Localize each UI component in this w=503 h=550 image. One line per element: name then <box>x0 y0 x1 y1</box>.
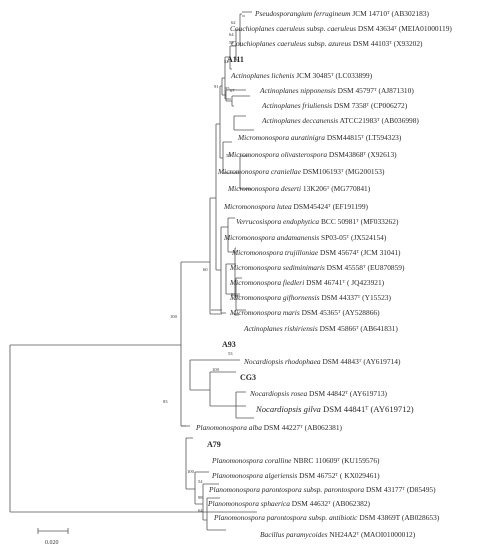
taxon-label: Bacillus paramycoides NH24A2ᵀ (MAOI01000… <box>260 530 416 539</box>
taxon-label: Nocardiopsis gilva DSM 44841ᵀ (AY619712) <box>255 404 414 414</box>
isolate-label: A79 <box>207 440 221 449</box>
scale-bar-label: 0.020 <box>45 540 59 546</box>
taxon-label: Micromonospora craniellae DSM106193ᵀ (MG… <box>217 167 385 176</box>
bootstrap-value: 54 <box>198 479 203 484</box>
bootstrap-value: 64 <box>231 292 236 297</box>
bootstrap-value: 100 <box>212 367 220 372</box>
taxon-label: Couchioplanes caeruleus subsp. caeruleus… <box>230 24 452 33</box>
bootstrap-value: 62 <box>231 20 236 25</box>
taxon-label: Planomonospora alba DSM 44227ᵀ (AB062381… <box>195 423 343 432</box>
bootstrap-values: 62 64 59 52 91 95 67 59 60 64 96 100 53 … <box>163 20 239 513</box>
isolate-label: CG3 <box>240 373 256 382</box>
taxon-label: Planomonospora parontospora subsp. paron… <box>208 485 436 494</box>
taxon-label: Actinoplanes friuliensis DSM 7358ᵀ (CP00… <box>261 101 408 110</box>
taxon-label: Micromonospora deserti 13K206ᵀ (MG770841… <box>227 184 371 193</box>
bootstrap-value: 95 <box>225 86 230 91</box>
taxon-label: Actinoplanes rishiriensis DSM 45866ᵀ (AB… <box>243 324 398 333</box>
bootstrap-value: 67 <box>230 88 235 93</box>
taxon-label: Pseudosporangium ferrugineum JCM 14710ᵀ … <box>254 9 429 18</box>
taxon-label: Micromonospora fiedleri DSM 46741ᵀ ( JQ4… <box>229 278 385 287</box>
bootstrap-value: 60 <box>203 267 208 272</box>
bootstrap-value: 100 <box>187 469 195 474</box>
taxon-label: Micromonospora gifhornensis DSM 44337ᵀ (… <box>229 293 391 302</box>
taxon-label: Nocardiopsis rosea DSM 44842ᵀ (AY619713) <box>249 389 388 398</box>
bootstrap-value: 64 <box>198 508 203 513</box>
taxon-label: Micromonospora andamanensis SP03-05ᵀ (JX… <box>223 233 387 242</box>
tree-branches <box>9 11 257 531</box>
bootstrap-value: 100 <box>170 314 178 319</box>
bootstrap-value: 52 <box>224 59 229 64</box>
taxon-label: Planomonospora sphaerica DSM 44632ᵀ (AB0… <box>207 499 371 508</box>
taxon-label: Actinoplanes nipponensis DSM 45797ᵀ (AJ8… <box>259 86 414 95</box>
bootstrap-value: 83 <box>163 399 168 404</box>
taxon-label: Actinoplanes lichenis JCM 30485ᵀ (LC0338… <box>230 71 373 80</box>
taxon-label: Planomonospora coralline NBRC 110609ᵀ (K… <box>211 456 380 465</box>
bootstrap-value: 59 <box>226 153 231 158</box>
taxon-label: Verrucosispora endophytica BCC 50981ᵀ (M… <box>236 217 399 226</box>
leaf-labels: Pseudosporangium ferrugineum JCM 14710ᵀ … <box>195 9 452 539</box>
taxon-label: Planomonospora algeriensis DSM 46752ᵀ ( … <box>211 471 380 480</box>
taxon-label: Micromonospora trujilloniae DSM 45674ᵀ (… <box>231 248 401 257</box>
bootstrap-value: 59 <box>229 40 234 45</box>
isolate-label: A111 <box>227 55 244 64</box>
taxon-label: Micromonospora auratinigra DSM44815ᵀ (LT… <box>237 133 402 142</box>
taxon-label: Micromonospora lutea DSM45424ᵀ (EF191199… <box>223 202 369 211</box>
bootstrap-value: 64 <box>229 32 234 37</box>
bootstrap-value: 91 <box>214 84 219 89</box>
taxon-label: Micromonospora maris DSM 45365ᵀ (AY52886… <box>229 308 380 317</box>
bootstrap-value: 98 <box>198 495 203 500</box>
isolate-label: A93 <box>222 340 236 349</box>
bootstrap-value: 96 <box>234 312 239 317</box>
taxon-label: Nocardiopsis rhodophaea DSM 44843ᵀ (AY61… <box>243 357 401 366</box>
bootstrap-value: 53 <box>228 351 233 356</box>
taxon-label: Planomonospora parontospora subsp. antib… <box>213 513 440 522</box>
taxon-label: Actinoplanes deccanensis ATCC21983ᵀ (AB0… <box>261 116 419 125</box>
taxon-label: Micromonospora olivasterospora DSM43868ᵀ… <box>227 150 397 159</box>
scale-bar: 0.020 <box>37 528 69 546</box>
taxon-label: Micromonospora sediminimaris DSM 45558ᵀ … <box>229 263 405 272</box>
taxon-label: Couchioplanes caeruleus subsp. azureus D… <box>231 39 423 48</box>
